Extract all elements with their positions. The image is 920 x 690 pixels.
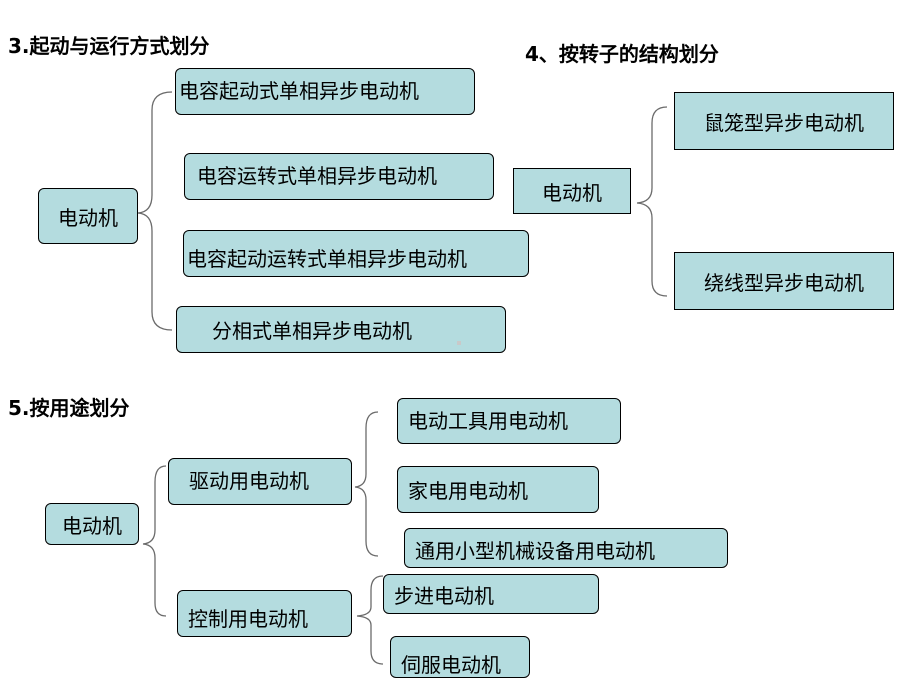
section5-leaf-node: 伺服电动机 — [390, 636, 530, 678]
section5-leaf-label: 通用小型机械设备用电动机 — [415, 539, 655, 563]
section4-child-label: 鼠笼型异步电动机 — [704, 110, 864, 135]
section3-child-label: 电容运转式单相异步电动机 — [197, 164, 437, 188]
decorative-dot — [457, 341, 461, 345]
section3-heading: 3.起动与运行方式划分 — [8, 34, 210, 58]
section5-leaf-node: 步进电动机 — [383, 574, 599, 614]
section4-child-node: 绕线型异步电动机 — [674, 252, 894, 310]
section5-group2-bracket — [356, 575, 384, 665]
section5-leaf-label: 电动工具用电动机 — [408, 409, 568, 433]
section5-group1-bracket — [354, 411, 379, 557]
section5-leaf-node: 家电用电动机 — [397, 466, 599, 513]
section4-heading: 4、按转子的结构划分 — [525, 42, 719, 66]
section3-child-node: 电容起动式单相异步电动机 — [175, 68, 475, 115]
section5-leaf-label: 家电用电动机 — [408, 479, 528, 503]
section3-child-node: 电容起动运转式单相异步电动机 — [183, 230, 529, 277]
section5-group-label: 控制用电动机 — [188, 607, 308, 631]
section3-child-label: 电容起动运转式单相异步电动机 — [187, 247, 467, 271]
section5-group-label: 驱动用电动机 — [189, 469, 309, 493]
section3-child-node: 分相式单相异步电动机 — [176, 306, 506, 353]
section5-group-node: 控制用电动机 — [177, 590, 352, 637]
section4-root-node: 电动机 — [513, 168, 631, 214]
section3-child-node: 电容运转式单相异步电动机 — [184, 153, 494, 200]
section5-group-node: 驱动用电动机 — [168, 458, 352, 505]
section5-root-node: 电动机 — [45, 503, 139, 545]
section3-child-label: 电容起动式单相异步电动机 — [179, 79, 419, 103]
section4-child-label: 绕线型异步电动机 — [704, 270, 864, 295]
section5-root-bracket — [142, 465, 167, 617]
section3-root-node: 电动机 — [38, 188, 138, 244]
section5-leaf-node: 电动工具用电动机 — [397, 398, 621, 444]
section5-root-label: 电动机 — [62, 513, 122, 538]
section3-bracket — [137, 91, 173, 331]
section4-root-label: 电动机 — [542, 180, 602, 205]
section5-leaf-label: 步进电动机 — [394, 584, 494, 608]
section3-root-label: 电动机 — [58, 205, 118, 230]
section5-leaf-label: 伺服电动机 — [401, 653, 501, 677]
section4-bracket — [636, 106, 668, 297]
section3-child-label: 分相式单相异步电动机 — [212, 319, 412, 343]
section5-leaf-node: 通用小型机械设备用电动机 — [404, 528, 728, 568]
section5-heading: 5.按用途划分 — [8, 396, 130, 420]
section4-child-node: 鼠笼型异步电动机 — [674, 92, 894, 150]
